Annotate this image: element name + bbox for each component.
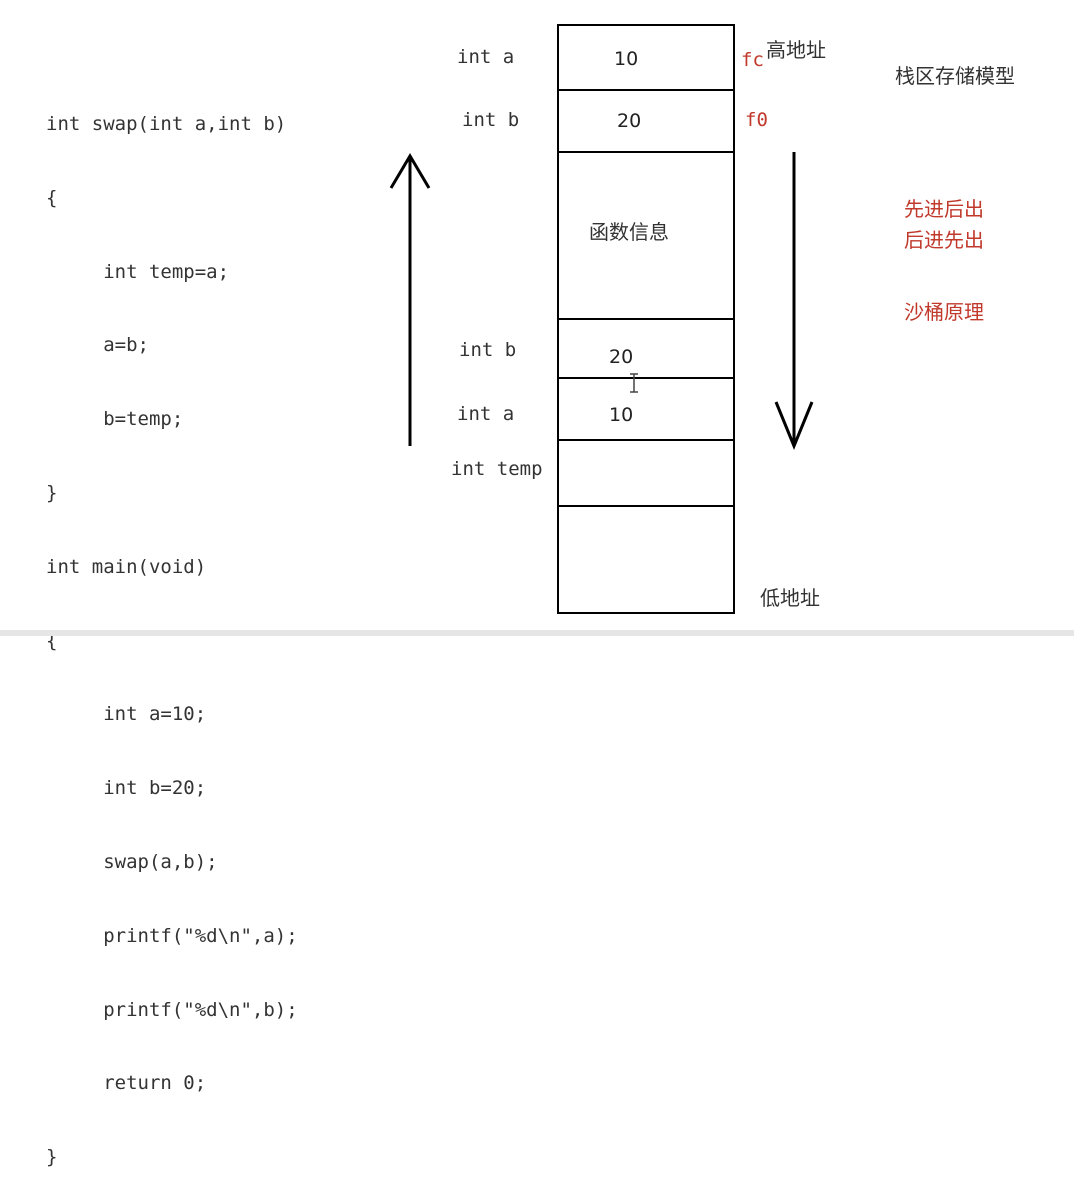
bottom-bar xyxy=(0,630,1074,636)
code-line: int swap(int a,int b) xyxy=(46,113,287,135)
rule-fifo-note: 先进后出 xyxy=(904,197,984,221)
diagram-title: 栈区存储模型 xyxy=(895,64,1015,88)
code-line: return 0; xyxy=(46,1072,207,1095)
code-line: int main(void) xyxy=(46,555,207,578)
high-address-label: 高地址 xyxy=(766,38,826,62)
stack-divider xyxy=(557,89,735,91)
stack-label: int b xyxy=(462,109,520,131)
stack-label: int b xyxy=(459,339,517,361)
rule-bucket-note: 沙桶原理 xyxy=(904,300,984,324)
stack-label: int a xyxy=(457,46,515,68)
code-line: { xyxy=(46,186,58,209)
stack-value: 10 xyxy=(609,404,634,426)
down-arrow-icon xyxy=(774,152,814,450)
code-line: int b=20; xyxy=(46,777,207,800)
low-address-label: 低地址 xyxy=(760,586,820,610)
rule-lifo-note: 后进先出 xyxy=(904,228,984,252)
stack-label: int a xyxy=(457,403,515,425)
stack-value: 20 xyxy=(609,346,634,368)
up-arrow-icon xyxy=(389,153,431,446)
code-line: b=temp; xyxy=(46,408,184,431)
stack-label: int temp xyxy=(451,458,543,480)
code-line: a=b; xyxy=(46,334,149,357)
stack-divider xyxy=(557,439,735,441)
code-line: int temp=a; xyxy=(46,260,230,283)
address-fc: fc xyxy=(741,49,764,71)
function-info-label: 函数信息 xyxy=(589,220,669,244)
code-line: printf("%d\n",b); xyxy=(46,998,298,1021)
code-line: } xyxy=(46,481,58,504)
address-f0: f0 xyxy=(745,109,768,131)
text-cursor-icon xyxy=(630,373,638,393)
code-line: int a=10; xyxy=(46,703,207,726)
stack-value: 20 xyxy=(617,110,642,132)
code-line: swap(a,b); xyxy=(46,850,218,873)
stack-divider xyxy=(557,377,735,379)
stack-divider xyxy=(557,151,735,153)
code-line: printf("%d\n",a); xyxy=(46,924,298,947)
stack-divider xyxy=(557,318,735,320)
code-line: } xyxy=(46,1146,58,1169)
stack-value: 10 xyxy=(614,48,639,70)
stack-divider xyxy=(557,505,735,507)
